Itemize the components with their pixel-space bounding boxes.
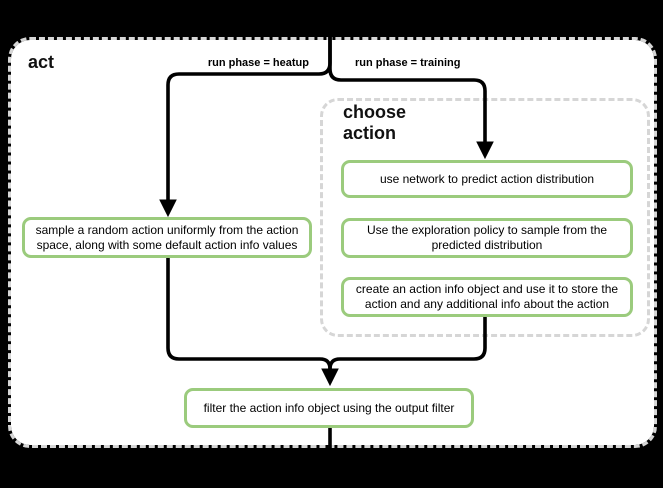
- edge-label-run-phase-training: run phase = training: [355, 57, 461, 69]
- edge-label-run-phase-heatup: run phase = heatup: [207, 57, 309, 69]
- choose-action-group-title: choose action: [343, 102, 407, 143]
- node-sample-random-action: sample a random action uniformly from th…: [22, 217, 312, 258]
- node-filter-action-info: filter the action info object using the …: [184, 388, 474, 428]
- node-exploration-policy-sample: Use the exploration policy to sample fro…: [341, 218, 633, 258]
- act-group-title: act: [28, 52, 55, 72]
- node-create-action-info-object: create an action info object and use it …: [341, 277, 633, 317]
- node-use-network-predict: use network to predict action distributi…: [341, 160, 633, 198]
